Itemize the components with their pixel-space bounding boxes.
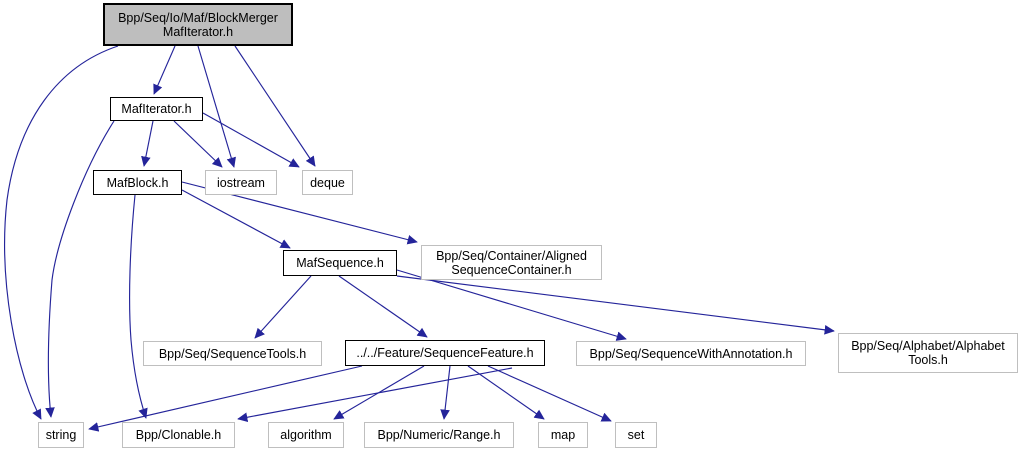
edge-root-to-mafiterator xyxy=(153,45,176,95)
edge-root-to-iostream xyxy=(197,45,236,168)
edge-mafsequence-to-alphabettools xyxy=(396,275,835,335)
node-label: ../../Feature/SequenceFeature.h xyxy=(356,346,534,360)
edge-mafiterator-to-string xyxy=(45,120,115,418)
node-label: set xyxy=(627,428,645,442)
node-label: algorithm xyxy=(280,428,332,442)
node-label: deque xyxy=(310,175,345,190)
edge-sequencefeature-to-set xyxy=(487,365,612,422)
node-label: MafBlock.h xyxy=(106,175,169,190)
edge-mafiterator-to-deque xyxy=(202,112,300,168)
node-sequence-tools: Bpp/Seq/SequenceTools.h xyxy=(143,341,322,366)
edge-mafiterator-to-mafblock xyxy=(141,120,154,167)
edge-sequencefeature-to-map xyxy=(467,365,545,420)
edge-sequencefeature-to-algorithm xyxy=(333,365,425,420)
node-label: Bpp/Seq/SequenceWithAnnotation.h xyxy=(589,346,793,361)
node-alphabet-tools: Bpp/Seq/Alphabet/Alphabet Tools.h xyxy=(838,333,1018,373)
node-clonable: Bpp/Clonable.h xyxy=(122,422,235,448)
node-label: MafIterator.h xyxy=(121,102,192,116)
node-block-merger-maf-iterator: Bpp/Seq/Io/Maf/BlockMerger MafIterator.h xyxy=(103,3,293,46)
edge-mafiterator-to-iostream xyxy=(173,120,223,168)
node-label: map xyxy=(550,428,576,442)
node-sequence-feature[interactable]: ../../Feature/SequenceFeature.h xyxy=(345,340,545,366)
node-label: MafSequence.h xyxy=(296,256,384,270)
node-set: set xyxy=(615,422,657,448)
node-label-line2: Tools.h xyxy=(908,353,948,367)
node-mafblock[interactable]: MafBlock.h xyxy=(93,170,182,195)
node-aligned-sequence-container: Bpp/Seq/Container/Aligned SequenceContai… xyxy=(421,245,602,280)
node-sequence-with-annotation: Bpp/Seq/SequenceWithAnnotation.h xyxy=(576,341,806,366)
node-label-line2: SequenceContainer.h xyxy=(451,262,572,277)
node-label: Bpp/Clonable.h xyxy=(135,428,222,442)
node-algorithm: algorithm xyxy=(268,422,344,448)
edge-sequencefeature-to-clonable xyxy=(237,367,513,423)
node-string: string xyxy=(38,422,84,448)
edge-mafblock-to-mafsequence xyxy=(181,189,291,249)
node-map: map xyxy=(538,422,588,448)
edge-mafsequence-to-sequencefeature xyxy=(338,275,428,338)
node-label: iostream xyxy=(217,175,265,190)
edge-mafsequence-to-sequencetools xyxy=(254,275,312,339)
node-deque: deque xyxy=(302,170,353,195)
node-range: Bpp/Numeric/Range.h xyxy=(364,422,514,448)
node-mafsequence[interactable]: MafSequence.h xyxy=(283,250,397,276)
edge-root-to-deque xyxy=(234,45,316,167)
node-label-line1: Bpp/Seq/Container/Aligned xyxy=(436,248,587,263)
node-label: string xyxy=(45,428,77,442)
edge-mafsequence-to-sequencewithannotation xyxy=(396,269,627,341)
node-iostream: iostream xyxy=(205,170,277,195)
node-label-line1: Bpp/Seq/Io/Maf/BlockMerger xyxy=(118,10,278,25)
node-label-line2: MafIterator.h xyxy=(162,24,234,39)
edge-sequencefeature-to-range xyxy=(440,365,451,420)
node-label-line1: Bpp/Seq/Alphabet/Alphabet xyxy=(851,339,1005,353)
edge-sequencefeature-to-string xyxy=(88,365,363,432)
node-mafiterator[interactable]: MafIterator.h xyxy=(110,97,203,121)
edge-root-to-string xyxy=(4,45,119,420)
node-label: Bpp/Numeric/Range.h xyxy=(377,428,501,442)
edge-mafblock-to-clonable xyxy=(129,194,148,419)
node-label: Bpp/Seq/SequenceTools.h xyxy=(158,346,307,361)
